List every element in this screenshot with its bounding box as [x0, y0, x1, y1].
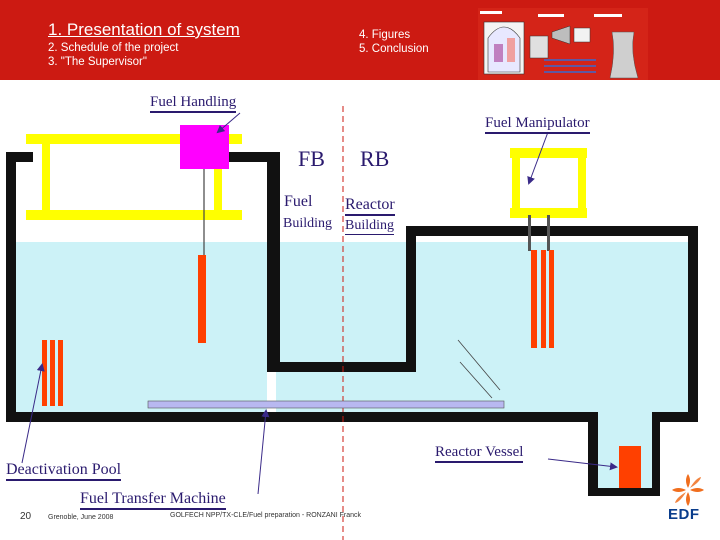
label-fuel-handling: Fuel Handling [150, 94, 237, 113]
stored-fuel-assemblies [42, 340, 63, 406]
label-fuel-manipulator: Fuel Manipulator [485, 115, 590, 134]
footer-credit: GOLFECH NPP/TX-CLE/Fuel preparation - RO… [170, 512, 361, 519]
vessel-fuel [619, 446, 641, 488]
label-fuel: Fuel [284, 193, 313, 210]
label-rb: RB [360, 146, 390, 171]
transfer-rail [147, 400, 505, 409]
page-number: 20 [20, 511, 32, 522]
callout-arrows [21, 112, 618, 495]
pool-water [14, 242, 690, 490]
label-building-right: Building [345, 218, 395, 235]
pool-structure [6, 152, 698, 496]
menu-item-conclusion[interactable]: 5. Conclusion [359, 43, 429, 55]
menu-item-figures[interactable]: 4. Figures [359, 29, 411, 41]
menu-item-schedule[interactable]: 2. Schedule of the project [48, 42, 179, 54]
fuel-assembly [198, 255, 206, 343]
label-reactor: Reactor [345, 196, 395, 216]
plant-schematic-icon [478, 8, 648, 80]
fuel-manipulator [510, 148, 587, 348]
menu-item-presentation[interactable]: 1. Presentation of system [48, 20, 240, 39]
menu-item-supervisor[interactable]: 3. "The Supervisor" [48, 56, 147, 68]
label-fb: FB [298, 146, 325, 171]
footer-location-date: Grenoble, June 2008 [48, 514, 114, 521]
label-fuel-transfer-machine: Fuel Transfer Machine [80, 490, 226, 510]
trolley [180, 125, 229, 169]
edf-logo-text: EDF [668, 506, 700, 523]
transfer-incline [457, 339, 501, 399]
edf-logo-icon [672, 474, 704, 506]
label-reactor-vessel: Reactor Vessel [435, 444, 524, 463]
label-deactivation-pool: Deactivation Pool [6, 461, 122, 481]
label-building-left: Building [283, 216, 333, 231]
